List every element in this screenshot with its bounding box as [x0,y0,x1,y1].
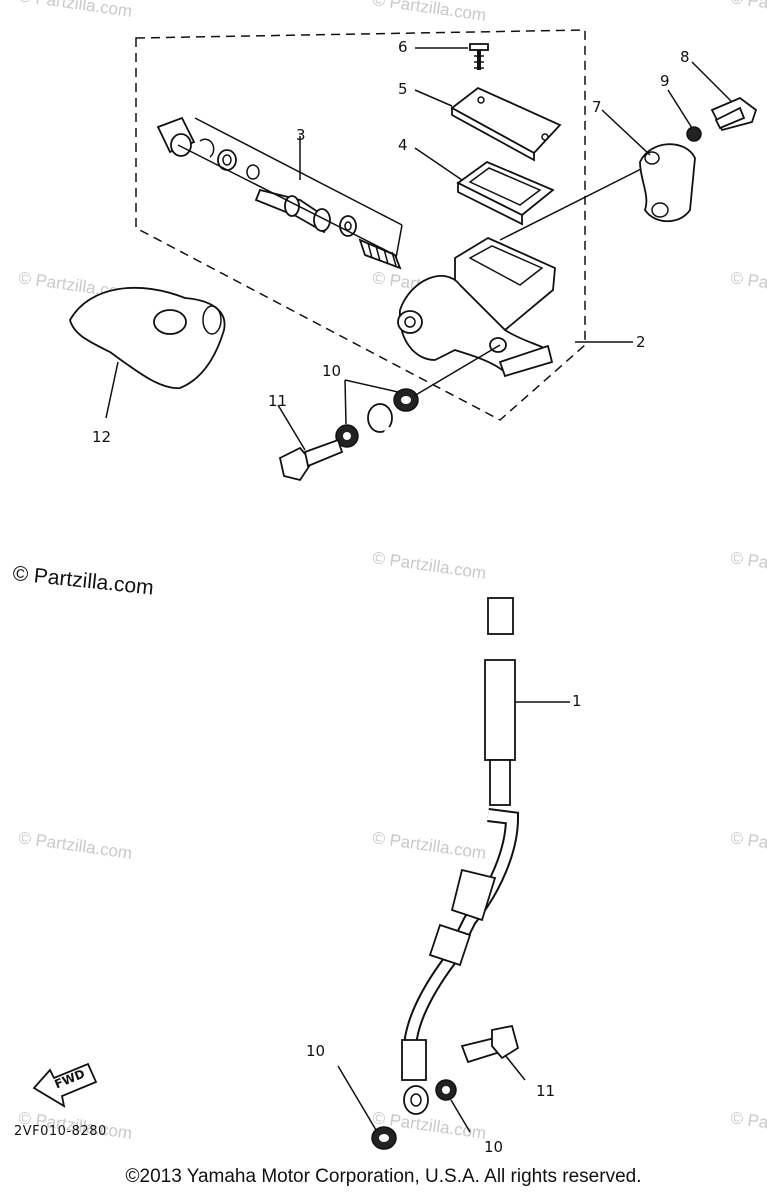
bolt-part-11-upper [278,438,344,482]
diagram-code: 2VF010-8280 [14,1124,107,1139]
callout-7: 7 [592,98,602,116]
callout-8: 8 [680,48,690,66]
bolt-part-11-lower [460,1024,526,1081]
diaphragm-part-4 [456,160,555,226]
callout-5: 5 [398,80,408,98]
callout-3: 3 [296,126,306,144]
bracket-part-7 [639,143,696,223]
callout-10-top: 10 [322,362,342,380]
master-cylinder-part-2 [397,161,656,378]
callout-4: 4 [398,136,408,154]
fwd-arrow-icon [32,1062,98,1108]
cap-part-5 [450,86,562,162]
callout-12: 12 [92,428,112,446]
callout-11-bottom: 11 [536,1082,556,1100]
callout-1: 1 [572,692,582,710]
callout-2: 2 [636,333,646,351]
assembly-boundary [135,29,586,421]
callout-10-bottom-left: 10 [306,1042,326,1060]
callout-11-top: 11 [268,392,288,410]
piston-kit-part-3 [156,116,403,270]
washer-part-9 [686,126,702,142]
callout-9: 9 [660,72,670,90]
screw-part-6 [469,43,489,70]
callout-6: 6 [398,38,408,56]
copyright-notice: ©2013 Yamaha Motor Corporation, U.S.A. A… [125,1166,642,1187]
bolt-part-8 [710,96,758,132]
lever-cover-part-12 [69,287,226,419]
callout-10-bottom-right: 10 [484,1138,504,1156]
brake-hose-part-1 [367,403,520,1115]
